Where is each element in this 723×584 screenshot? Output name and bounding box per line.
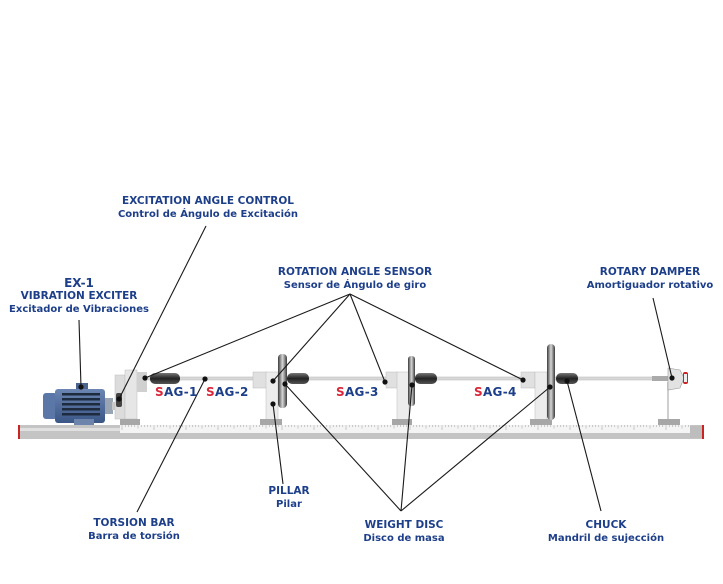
label-en: PILLAR (268, 485, 310, 497)
label-es: Excitador de Vibraciones (9, 304, 149, 315)
label-chuck: CHUCK Mandril de sujección (548, 519, 664, 545)
label-excitation-angle-control: EXCITATION ANGLE CONTROL Control de Ángu… (118, 195, 298, 221)
label-es: Amortiguador rotativo (586, 280, 714, 291)
label-en: ROTARY DAMPER (599, 266, 701, 278)
weight-disc-2 (408, 356, 415, 406)
label-es: Mandril de sujección (547, 533, 665, 544)
label-en: CHUCK (585, 519, 627, 531)
ruler-scale (121, 425, 689, 430)
label-vibration-exciter: EX-1 VIBRATION EXCITER Excitador de Vibr… (9, 277, 149, 316)
weight-disc-1 (278, 354, 287, 408)
base-rail (18, 425, 704, 439)
leader-lines (78, 225, 673, 513)
label-rotation-angle-sensor: ROTATION ANGLE SENSOR Sensor de Ángulo d… (278, 266, 432, 292)
rotary-damper (652, 367, 688, 425)
label-en: EXCITATION ANGLE CONTROL (122, 195, 294, 207)
vibration-exciter-motor (43, 383, 118, 425)
rail-end-left (18, 425, 20, 439)
leader-dots (78, 375, 675, 407)
pillar-2 (252, 354, 309, 425)
label-torsion-bar: TORSION BAR Barra de torsión (88, 517, 180, 543)
label-es: Control de Ángulo de Excitación (117, 209, 299, 220)
label-es: Barra de torsión (88, 531, 180, 542)
label-en: WEIGHT DISC (364, 519, 444, 531)
label-pillar: PILLAR Pilar (268, 485, 309, 511)
label-en: ROTATION ANGLE SENSOR (277, 266, 433, 278)
sensor-label-sag-2: SAG-2 (206, 385, 249, 399)
sensor-label-sag-4: SAG-4 (474, 385, 517, 399)
label-en: VIBRATION EXCITER (20, 290, 138, 302)
sensor-label-sag-1: SAG-1 (155, 385, 198, 399)
label-es: Pilar (276, 499, 302, 510)
sensor-label-sag-3: SAG-3 (336, 385, 379, 399)
rail-end-right (702, 425, 704, 439)
spring-sag-1 (150, 373, 180, 384)
weight-disc-3 (547, 344, 555, 420)
label-rotary-damper: ROTARY DAMPER Amortiguador rotativo (587, 266, 714, 292)
label-en: TORSION BAR (93, 517, 175, 529)
label-code: EX-1 (64, 276, 94, 290)
pillar-3 (385, 356, 437, 425)
label-es: Disco de masa (363, 533, 445, 544)
label-weight-disc: WEIGHT DISC Disco de masa (363, 519, 444, 545)
label-es: Sensor de Ángulo de giro (283, 280, 427, 291)
